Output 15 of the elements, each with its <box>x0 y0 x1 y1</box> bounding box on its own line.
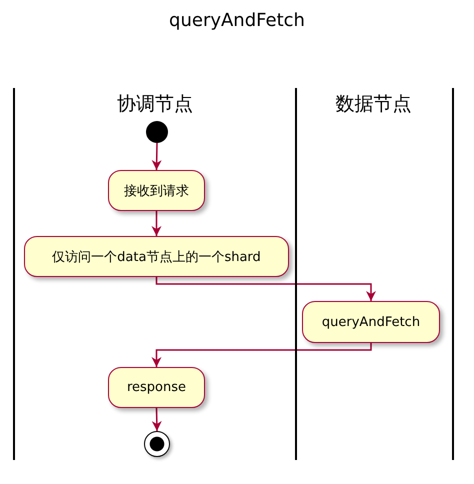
arrow <box>156 277 376 301</box>
activity-box: queryAndFetch <box>302 301 440 343</box>
swimlane <box>13 88 297 460</box>
activity-box: 仅访问一个data节点上的一个shard <box>24 236 289 277</box>
arrow <box>152 211 162 236</box>
lane-title: 协调节点 <box>117 92 193 117</box>
end-node <box>144 431 170 457</box>
activity-box: response <box>108 367 205 408</box>
arrow <box>152 408 162 432</box>
arrow <box>152 343 372 367</box>
start-node <box>146 121 168 143</box>
arrow <box>152 142 162 170</box>
lane-title: 数据节点 <box>336 92 412 117</box>
activity-box: 接收到请求 <box>108 170 205 211</box>
diagram-title: queryAndFetch <box>168 10 306 31</box>
